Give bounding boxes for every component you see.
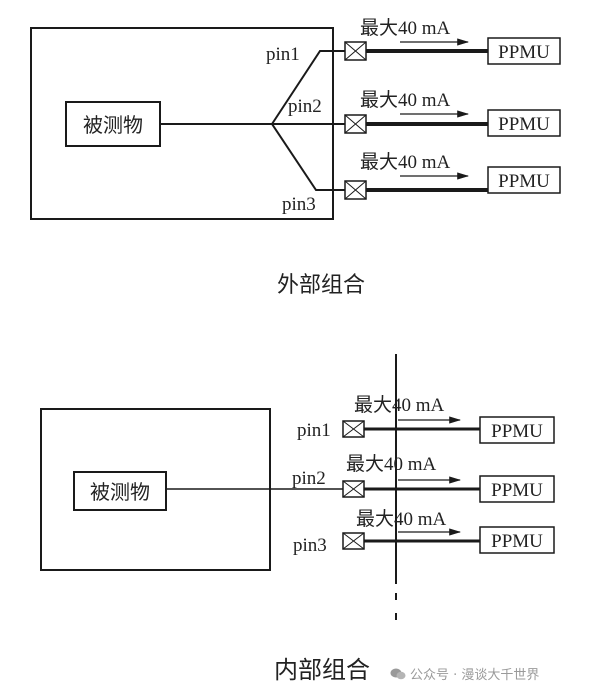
top-branch-pin1	[271, 50, 345, 125]
top-pin3-label: pin3	[282, 194, 316, 215]
ppmu-label: PPMU	[491, 480, 543, 501]
ppmu-label: PPMU	[498, 114, 550, 135]
top-ch1-current: 最大40 mA	[360, 17, 451, 39]
top-channel-3: 最大40 mA PPMU	[344, 151, 561, 200]
top-ch2-current: 最大40 mA	[360, 89, 451, 111]
bottom-ch1-current: 最大40 mA	[354, 394, 445, 416]
bottom-dut-label: 被测物	[90, 481, 150, 504]
bottom-diagram: 被测物 pin1 pin2 pin3 最大40 mA PPMU 最大40 mA …	[40, 354, 555, 684]
ppmu-box	[487, 166, 561, 194]
top-dut-label: 被测物	[83, 114, 143, 137]
ppmu-label: PPMU	[498, 171, 550, 192]
bottom-dut-box	[73, 471, 167, 511]
bottom-pin1-label: pin1	[297, 420, 331, 441]
bottom-ch2-current: 最大40 mA	[346, 453, 437, 475]
ppmu-box	[479, 475, 555, 503]
ppmu-label: PPMU	[498, 42, 550, 63]
top-ch3-current: 最大40 mA	[360, 151, 451, 173]
top-pin1-label: pin1	[266, 44, 300, 65]
bottom-ch3-current: 最大40 mA	[356, 508, 447, 530]
bottom-channel-2: 最大40 mA PPMU	[342, 453, 555, 503]
ppmu-box	[479, 526, 555, 554]
top-caption: 外部组合	[277, 272, 365, 297]
top-channel-2: 最大40 mA PPMU	[344, 89, 561, 137]
bottom-pin2-label: pin2	[292, 468, 326, 489]
top-diagram: 被测物 pin1 pin2 pin3 最大40 mA PPMU 最大40 mA …	[30, 17, 561, 297]
bottom-channel-3: 最大40 mA PPMU	[342, 508, 555, 554]
watermark: 公众号 · 漫谈大千世界	[390, 664, 539, 683]
wechat-icon	[390, 668, 406, 679]
ppmu-label: PPMU	[491, 531, 543, 552]
ppmu-box	[487, 109, 561, 137]
watermark-text: 公众号 · 漫谈大千世界	[410, 668, 540, 683]
bottom-channel-1: 最大40 mA PPMU	[342, 394, 555, 444]
ppmu-box	[487, 37, 561, 65]
top-pin2-label: pin2	[288, 96, 322, 117]
ppmu-label: PPMU	[491, 421, 543, 442]
bottom-pin3-label: pin3	[293, 535, 327, 556]
ppmu-box	[479, 416, 555, 444]
top-channel-1: 最大40 mA PPMU	[344, 17, 561, 65]
top-branch-pin3	[271, 123, 345, 191]
bottom-caption: 内部组合	[274, 657, 370, 684]
